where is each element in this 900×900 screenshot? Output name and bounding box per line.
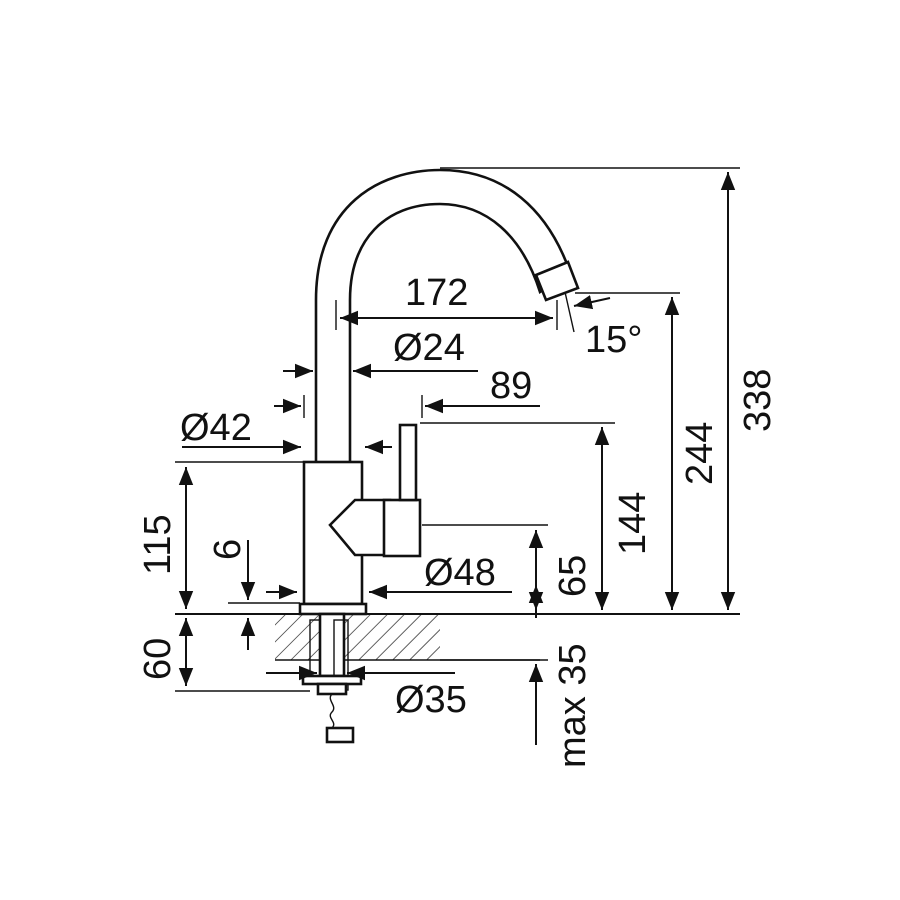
dim-max-deck: max 35	[552, 643, 594, 768]
dim-spout-diameter: Ø24	[393, 327, 465, 369]
dimension-labels: 172 15° Ø24 89 Ø42 Ø48 Ø35 115 6 60 144 …	[137, 272, 779, 768]
dim-body-diameter: Ø42	[180, 407, 252, 449]
dim-reach: 172	[405, 272, 468, 314]
dim-spout-height: 244	[679, 422, 721, 485]
dim-total-height: 338	[737, 369, 779, 432]
dim-base-diameter: Ø48	[424, 552, 496, 594]
dim-lever-height: 144	[612, 492, 654, 555]
faucet-outline	[298, 168, 580, 744]
dimension-lines	[175, 167, 740, 745]
dim-flange-thickness: 6	[207, 539, 249, 560]
dim-lever-offset: 89	[490, 365, 532, 407]
dim-body-height: 115	[137, 514, 179, 575]
countertop-section	[175, 613, 740, 661]
dim-mount-diameter: Ø35	[395, 679, 467, 721]
dim-below-height: 60	[137, 638, 179, 680]
dim-lever-axis-height: 65	[552, 555, 594, 597]
dim-angle: 15°	[585, 319, 642, 361]
